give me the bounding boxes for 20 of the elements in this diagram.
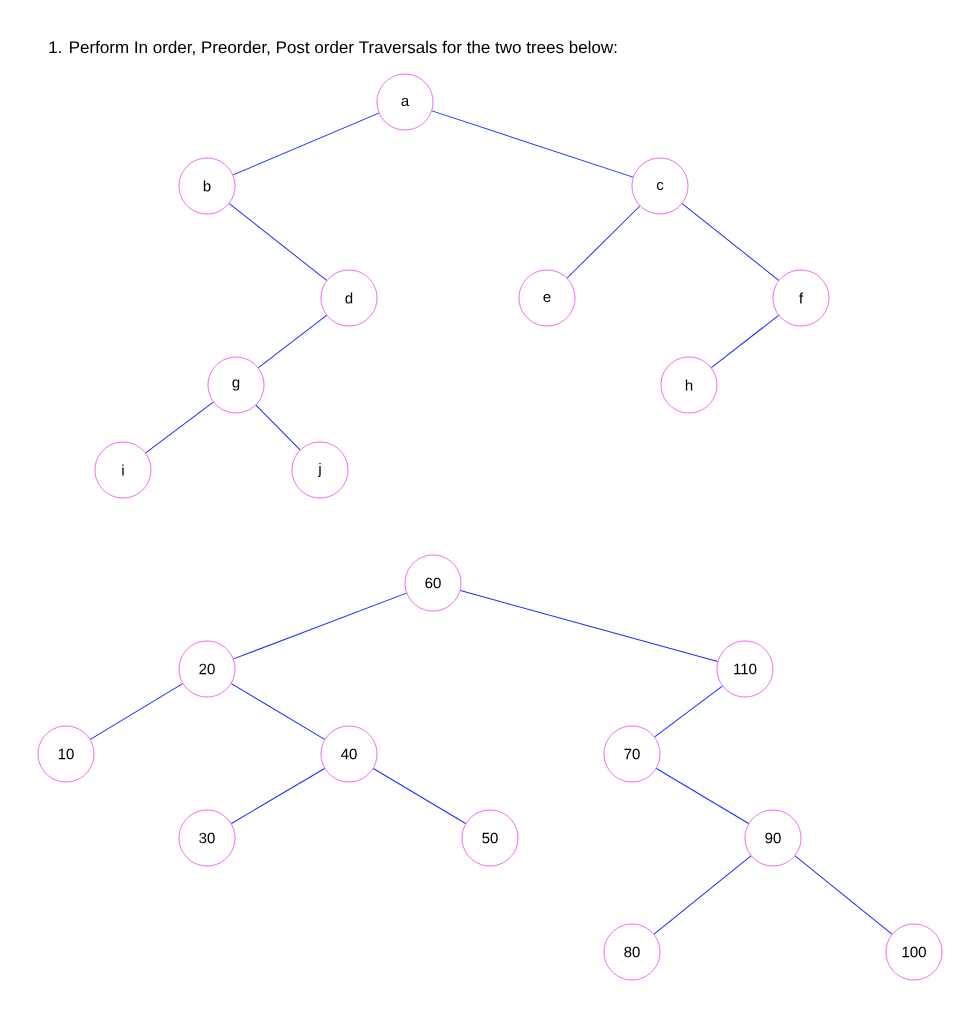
tree-edge <box>230 767 326 825</box>
tree-edge <box>653 855 752 935</box>
tree-edge <box>566 205 641 279</box>
tree-edge <box>459 590 719 662</box>
tree-edge <box>233 592 407 660</box>
tree-edge <box>255 404 301 451</box>
tree-edge <box>89 683 184 740</box>
title: 1. Perform In order, Preorder, Post order Traversals for the two trees below: <box>49 40 617 56</box>
tree-edge <box>654 685 723 738</box>
tree-edge <box>655 768 750 824</box>
tree-edge <box>431 110 634 178</box>
tree-edge <box>258 314 327 369</box>
tree-edge <box>794 855 893 935</box>
tree-edge <box>372 768 467 824</box>
tree-edge <box>710 314 780 369</box>
tree-edge <box>145 401 214 454</box>
tree-edge <box>228 203 328 281</box>
tree-edge <box>232 112 380 176</box>
tree-edge <box>230 683 326 740</box>
tree-edge <box>681 203 780 281</box>
